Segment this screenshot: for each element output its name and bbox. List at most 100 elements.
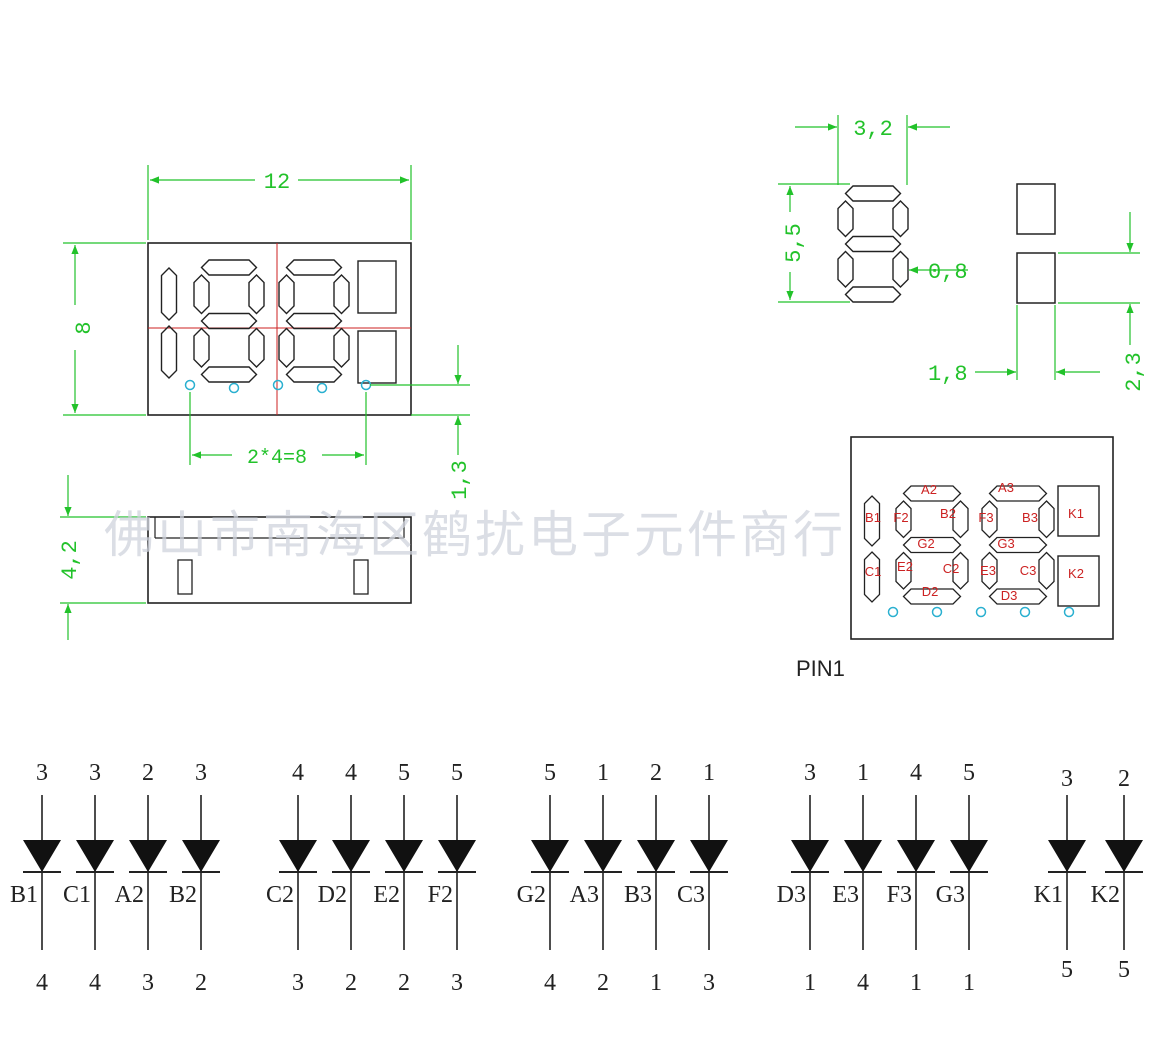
pin-digit-2-seg-a [902, 485, 962, 502]
diode-triangle [438, 840, 476, 872]
dim-digit-height [778, 183, 850, 303]
front-digit-1-seg-b [160, 267, 178, 321]
diode-label: K1 [1034, 882, 1063, 908]
pin-digit-3-seg-f [981, 500, 998, 539]
pin-digit-3-seg-b [1038, 500, 1055, 539]
diode-bottom-pin: 5 [1061, 957, 1073, 983]
detail-square-top [1016, 183, 1056, 235]
front-digit-2-seg-f [193, 274, 210, 315]
segment-label: G2 [917, 536, 934, 551]
front-digit-3-seg-c [333, 327, 350, 368]
front-square-top [357, 260, 397, 314]
detail-seven-seg [837, 185, 909, 303]
pin-digit-2-seg-g [902, 536, 962, 554]
dim-thickness-label: 4,2 [58, 540, 83, 580]
side-view: 4,2 [58, 475, 412, 640]
segment-label: C1 [865, 564, 882, 579]
front-digit-3-seg-e [278, 327, 295, 368]
front-digit-3-seg-b [333, 274, 350, 315]
segment-label: D2 [922, 584, 939, 599]
diode-top-pin: 5 [451, 760, 463, 786]
front-pin-3 [272, 379, 284, 391]
diode-K1: 3 5 K1 [1034, 766, 1086, 983]
diode-top-pin: 5 [544, 760, 556, 786]
diode-top-pin: 3 [1061, 766, 1073, 792]
diode-label: B2 [169, 882, 197, 908]
diode-bottom-pin: 1 [804, 970, 816, 996]
front-digit-2-seg-g [200, 312, 258, 330]
dim-pin-pitch [189, 392, 367, 465]
segment-label: C3 [1020, 563, 1037, 578]
detail-seven-seg-seg-c [892, 250, 909, 288]
pin-digit-2 [895, 485, 969, 605]
segment-label: E2 [897, 559, 913, 574]
pin-diagram-pin-3 [975, 606, 987, 618]
segment-label: C2 [943, 561, 960, 576]
diode-bottom-pin: 1 [963, 970, 975, 996]
pin-digit-3-seg-e [981, 551, 998, 590]
diode-triangle [791, 840, 829, 872]
diode-triangle [897, 840, 935, 872]
dim-thickness [60, 475, 146, 640]
front-digit-2-seg-d [200, 366, 258, 383]
front-pin-4 [316, 382, 328, 394]
square-detail: 1,8 2,3 [928, 183, 1147, 392]
dim-height-label: 8 [72, 321, 97, 334]
pin-digit-2-seg-b [952, 500, 969, 539]
dim-segment-width-label: 0,8 [928, 260, 968, 285]
front-pin-2 [228, 382, 240, 394]
front-digit-3-seg-d [285, 366, 343, 383]
diode-bottom-pin: 2 [398, 970, 410, 996]
front-square-bottom [357, 330, 397, 384]
diode-triangle [76, 840, 114, 872]
diode-label: K2 [1091, 882, 1120, 908]
front-digit-2-seg-a [200, 259, 258, 276]
segment-label: F3 [978, 510, 993, 525]
front-digit-2-seg-c [248, 327, 265, 368]
pin-digit-2-seg-c [952, 551, 969, 590]
diode-triangle [182, 840, 220, 872]
diode-triangle [385, 840, 423, 872]
display-body [147, 242, 412, 416]
front-digit-2-seg-e [193, 327, 210, 368]
side-pin-left [177, 559, 193, 595]
diode-label: D2 [318, 882, 347, 908]
diode-bottom-pin: 1 [650, 970, 662, 996]
dim-width-label: 12 [264, 170, 290, 195]
segment-label: E3 [980, 563, 996, 578]
side-pin-right [353, 559, 369, 595]
diode-triangle [531, 840, 569, 872]
segment-label: K1 [1068, 506, 1084, 521]
diode-top-pin: 5 [398, 760, 410, 786]
diode-bottom-pin: 2 [195, 970, 207, 996]
front-digit-3 [278, 259, 350, 383]
diode-label: C1 [63, 882, 91, 908]
diode-E2: 5 2 E2 [373, 760, 423, 996]
front-pin-1 [184, 379, 196, 391]
diode-bottom-pin: 4 [36, 970, 48, 996]
diode-label: G2 [517, 882, 546, 908]
pin-diagram-pin-4 [1019, 606, 1031, 618]
diode-top-pin: 3 [89, 760, 101, 786]
diode-label: E2 [373, 882, 400, 908]
diode-bottom-pin: 2 [345, 970, 357, 996]
dim-digit-height-label: 5,5 [782, 223, 807, 263]
pin-digit-1-seg-c [863, 551, 881, 603]
diode-triangle [950, 840, 988, 872]
detail-seven-seg-seg-f [837, 200, 854, 238]
dim-width [147, 165, 412, 240]
front-digit-3-seg-f [278, 274, 295, 315]
